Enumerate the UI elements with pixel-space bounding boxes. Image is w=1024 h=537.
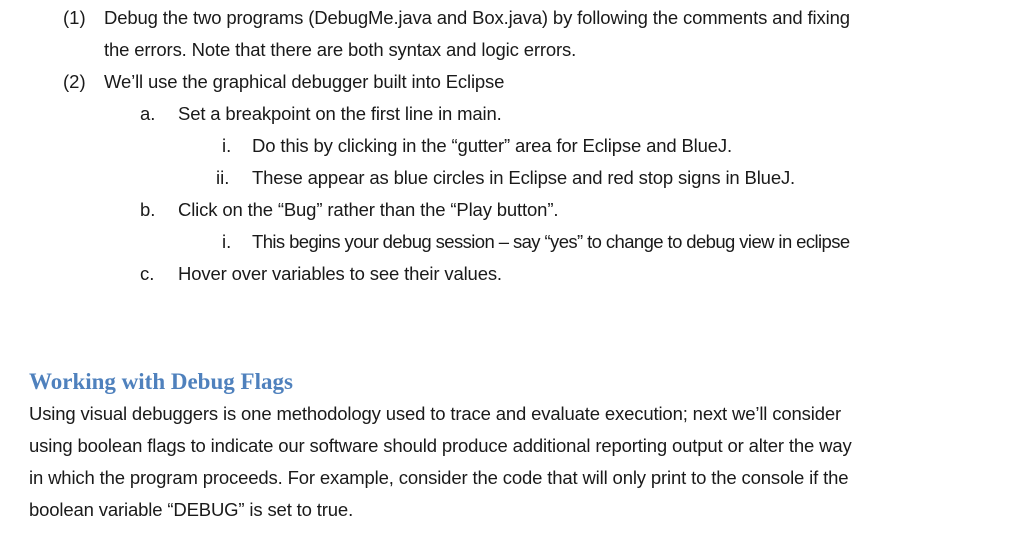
subsublist-marker: ii. xyxy=(216,167,230,188)
subsublist-item-text: These appear as blue circles in Eclipse … xyxy=(252,167,796,188)
paragraph-line: using boolean flags to indicate our soft… xyxy=(29,435,852,456)
sublist-marker: a. xyxy=(140,103,156,124)
list-item-text-continued: the errors. Note that there are both syn… xyxy=(104,39,577,60)
list-item-text: Debug the two programs (DebugMe.java and… xyxy=(104,7,850,28)
subsublist-marker: i. xyxy=(222,135,232,156)
sublist-item-text: Hover over variables to see their values… xyxy=(178,263,502,284)
subsublist-marker: i. xyxy=(222,231,232,252)
sublist-item-text: Set a breakpoint on the first line in ma… xyxy=(178,103,502,124)
paragraph-line: boolean variable “DEBUG” is set to true. xyxy=(29,499,354,520)
paragraph-line: Using visual debuggers is one methodolog… xyxy=(29,403,841,424)
sublist-item-text: Click on the “Bug” rather than the “Play… xyxy=(178,199,559,220)
subsublist-item-text: This begins your debug session – say “ye… xyxy=(252,231,850,252)
sublist-marker: c. xyxy=(140,263,155,284)
subsublist-item-text: Do this by clicking in the “gutter” area… xyxy=(252,135,733,156)
section-heading: Working with Debug Flags xyxy=(29,369,293,394)
sublist-marker: b. xyxy=(140,199,156,220)
list-item-text: We’ll use the graphical debugger built i… xyxy=(104,71,505,92)
list-marker: (1) xyxy=(63,7,86,28)
paragraph-line: in which the program proceeds. For examp… xyxy=(29,467,849,488)
list-marker: (2) xyxy=(63,71,86,92)
